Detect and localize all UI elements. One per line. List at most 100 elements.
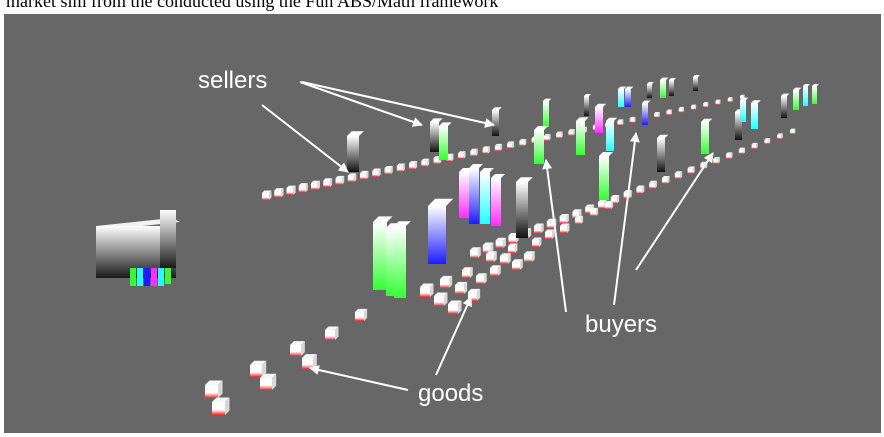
good-cube (455, 281, 468, 294)
good-cube (545, 229, 555, 239)
good-cube (666, 109, 672, 115)
good-cube (262, 190, 272, 200)
agent-bar (576, 117, 589, 155)
good-cube (260, 373, 277, 390)
agent-bar (647, 82, 654, 98)
good-cube (486, 251, 497, 262)
agent-bar (491, 174, 505, 226)
buyers-arrow (542, 159, 567, 313)
good-cube (687, 166, 695, 174)
sellers-label: sellers (198, 67, 267, 94)
good-cube (543, 134, 551, 141)
good-cube (372, 168, 381, 177)
good-cube (302, 354, 317, 369)
good-cube (715, 99, 721, 105)
good-cube (575, 215, 584, 224)
good-cube (690, 104, 697, 110)
agent-bar (693, 75, 700, 91)
agent-bar (803, 84, 810, 106)
good-cube (534, 223, 544, 234)
good-cube (556, 131, 563, 139)
good-cube (777, 133, 783, 139)
agent-bar (373, 216, 393, 290)
agent-bar (595, 103, 607, 133)
agent-bar (394, 221, 411, 298)
good-cube (470, 148, 478, 157)
good-cube (678, 107, 685, 113)
good-cube (617, 119, 624, 126)
good-cube (311, 180, 320, 190)
good-cube (727, 97, 733, 103)
good-cube (507, 141, 515, 149)
good-cube (482, 146, 490, 154)
annotation-arrows (261, 81, 714, 391)
good-cube (421, 158, 430, 167)
agent-bar (428, 198, 454, 264)
caption-strip: market sim from the conducted using the … (0, 0, 884, 20)
good-cube (649, 180, 657, 189)
goods-label: goods (418, 380, 483, 407)
agent-bar (492, 107, 502, 136)
good-cube (559, 213, 569, 224)
goods-layer (205, 94, 796, 415)
good-cube (490, 265, 501, 276)
good-cube (560, 223, 570, 233)
good-cube (524, 251, 535, 262)
agent-bar (642, 100, 651, 125)
good-cube (476, 273, 487, 284)
good-cube (323, 178, 333, 188)
agent-bar (480, 168, 494, 224)
good-cube (590, 207, 599, 216)
good-cube (458, 151, 466, 159)
good-cube (703, 102, 709, 108)
good-cube (468, 288, 481, 301)
good-cube (482, 242, 494, 254)
good-cube (298, 183, 308, 193)
good-cube (495, 237, 506, 249)
good-cube (335, 175, 345, 185)
agent-bar (584, 94, 591, 116)
goods-arrow (435, 296, 472, 376)
agent-bar (657, 134, 669, 172)
good-cube (205, 380, 223, 398)
good-cube (212, 397, 230, 415)
agent-bar (625, 86, 634, 107)
good-cube (384, 165, 393, 175)
good-cube (347, 173, 357, 182)
good-cube (448, 300, 462, 314)
good-cube (396, 163, 405, 172)
agent-bar (793, 87, 802, 110)
agent-bar (701, 118, 713, 154)
good-cube (290, 341, 305, 356)
good-cube (654, 111, 660, 118)
agent-bar (618, 86, 627, 107)
good-cube (636, 185, 645, 194)
good-cube (674, 171, 683, 179)
good-cube (470, 247, 481, 258)
good-cube (605, 200, 614, 209)
agent-bar (469, 164, 483, 224)
good-cube (532, 237, 542, 247)
good-cube (500, 253, 511, 264)
agent-bar (543, 98, 552, 127)
agent-bar (669, 78, 676, 96)
buyers-arrow (635, 152, 714, 271)
goods-arrow (309, 365, 409, 391)
caption-text: market sim from the conducted using the … (6, 0, 499, 11)
good-cube (434, 292, 448, 306)
agent-bar (812, 84, 819, 104)
good-cube (355, 308, 368, 321)
good-cube (623, 190, 632, 199)
good-cube (325, 326, 339, 340)
good-cube (568, 129, 575, 136)
good-cube (726, 152, 733, 159)
good-cube (409, 161, 418, 170)
sellers-arrow (299, 81, 423, 127)
good-cube (250, 360, 267, 377)
agent-bar (599, 152, 613, 200)
good-cube (360, 170, 369, 180)
agent-bar (740, 97, 749, 122)
good-cube (751, 142, 758, 149)
sellers-arrow (261, 104, 349, 173)
